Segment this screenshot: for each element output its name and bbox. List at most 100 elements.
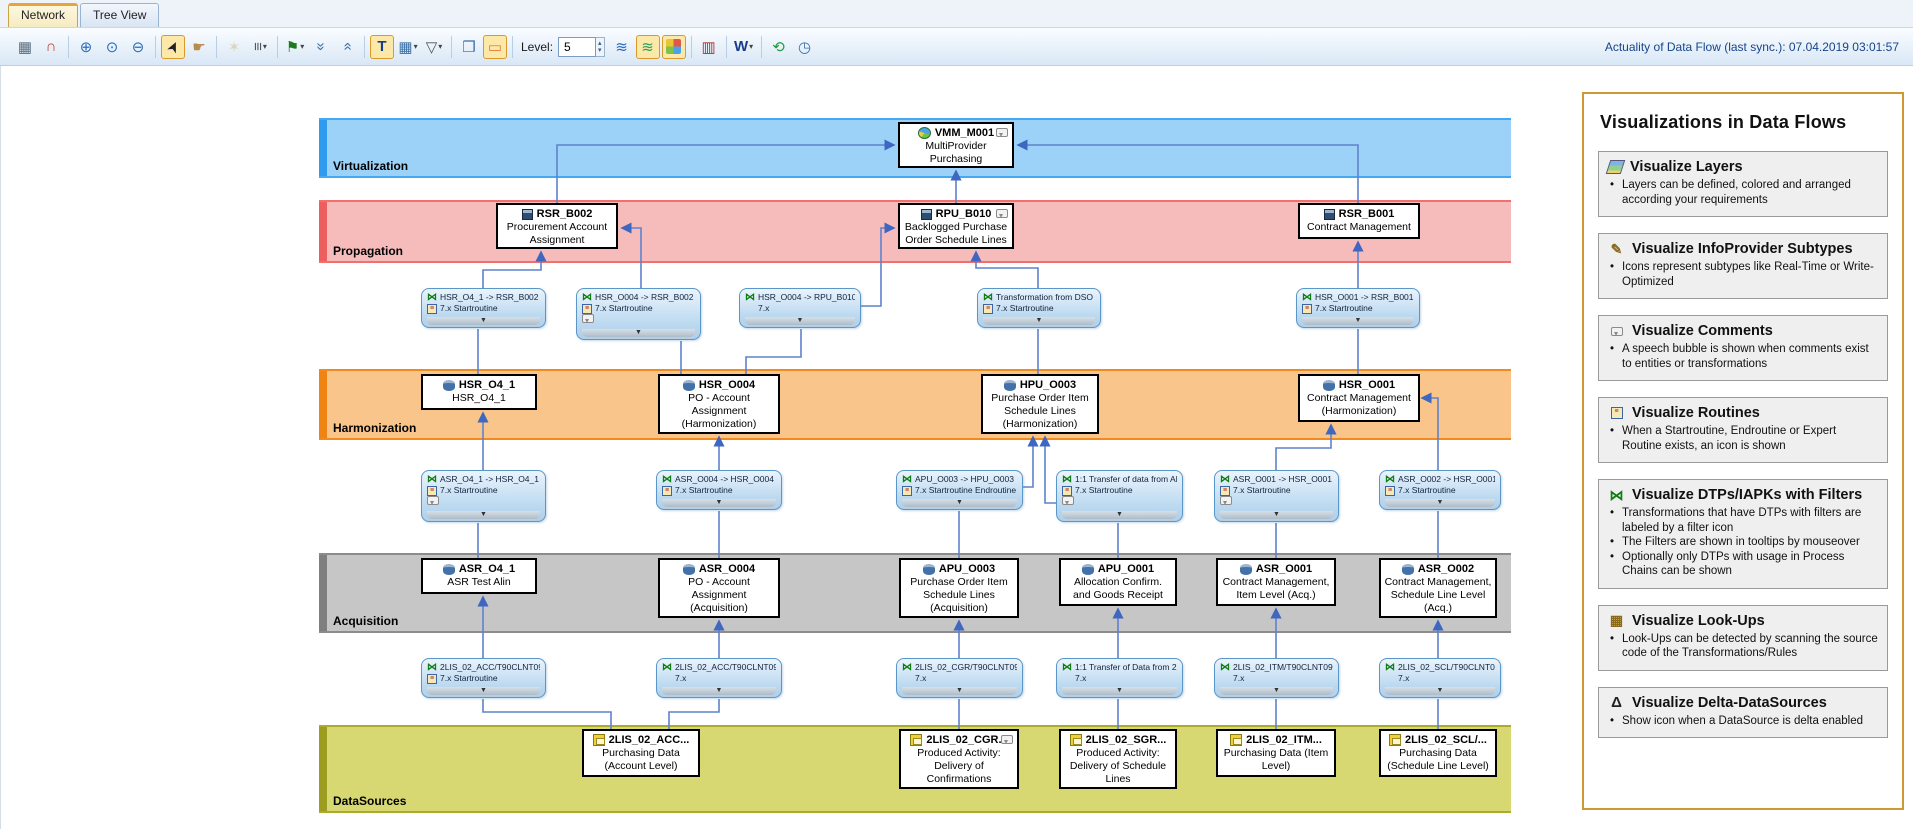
export-icon[interactable]: ❒ — [457, 35, 481, 59]
color-matrix-icon[interactable] — [661, 34, 686, 59]
layers-flat-icon[interactable]: ≋ — [610, 35, 634, 59]
node-DS_CGR[interactable]: 2LIS_02_CGR...Produced Activity:Delivery… — [899, 729, 1019, 789]
transformation-u2[interactable]: ⋈ASR_O004 -> HSR_O0047.x Startroutine▼ — [656, 470, 782, 510]
comment-bubble-icon — [427, 496, 439, 505]
transformation-v1[interactable]: ⋈2LIS_02_ACC/T90CLNT090 ->...7.x Startro… — [421, 658, 546, 698]
zoom-out-icon[interactable]: ⊖ — [126, 35, 150, 59]
show-text-icon[interactable]: T — [370, 34, 394, 59]
collapse-arrow[interactable]: ▼ — [427, 687, 540, 695]
transformation-u1[interactable]: ⋈ASR_O4_1 -> HSR_O4_17.x Startroutine▼ — [421, 470, 546, 522]
transformation-v3[interactable]: ⋈2LIS_02_CGR/T90CLNT090 ->...7.x▼ — [896, 658, 1023, 698]
node-title-row: APU_O001 — [1061, 562, 1175, 576]
filter-icon[interactable]: ▽▾ — [422, 35, 446, 59]
dtp-filter-icon: ⋈ — [902, 662, 912, 673]
legend-table-icon[interactable]: ▥ — [697, 35, 721, 59]
transformation-type: 7.x — [1075, 673, 1087, 683]
collapse-arrow[interactable]: ▼ — [745, 317, 855, 325]
collapse-arrow[interactable]: ▼ — [1062, 511, 1177, 519]
transformation-v5[interactable]: ⋈2LIS_02_ITM/T90CLNT090 ->...7.x▼ — [1214, 658, 1339, 698]
zoom-in-icon[interactable]: ⊕ — [74, 35, 98, 59]
collapse-arrow[interactable]: ▼ — [902, 687, 1017, 695]
metrics-icon[interactable]: W▾ — [732, 35, 756, 59]
transformation-u6[interactable]: ⋈ASR_O002 -> HSR_O0017.x Startroutine▼ — [1379, 470, 1501, 510]
node-title-row: HSR_O4_1 — [423, 378, 535, 392]
collapse-arrow[interactable]: ▼ — [1385, 499, 1495, 507]
transformation-u5[interactable]: ⋈ASR_O001 -> HSR_O0017.x Startroutine▼ — [1214, 470, 1339, 522]
collapse-arrow[interactable]: ▼ — [902, 499, 1017, 507]
select-cursor-icon[interactable]: ➤ — [161, 34, 185, 59]
transformation-type: 7.x Startroutine — [1398, 485, 1456, 495]
transformation-u4[interactable]: ⋈1:1 Transfer of data from APU...7.x Sta… — [1056, 470, 1183, 522]
transformation-t2[interactable]: ⋈HSR_O004 -> RSR_B0027.x Startroutine▼ — [576, 288, 701, 340]
vertical-layout-icon[interactable]: ≡▾ — [248, 35, 272, 59]
node-DS_SCL[interactable]: 2LIS_02_SCL/...Purchasing Data(Schedule … — [1379, 729, 1497, 777]
transformation-t5[interactable]: ⋈HSR_O001 -> RSR_B0017.x Startroutine▼ — [1296, 288, 1420, 328]
tab-network[interactable]: Network — [8, 3, 79, 27]
tab-bar: Network Tree View — [0, 0, 1913, 28]
level-spinner: Level: ▴▾ — [521, 36, 605, 57]
collapse-arrow[interactable]: ▼ — [662, 499, 776, 507]
collapse-arrow[interactable]: ▼ — [662, 687, 776, 695]
legend-bullet-list: Look-Ups can be detected by scanning the… — [1608, 632, 1878, 661]
expand-all-icon[interactable]: » — [335, 35, 359, 59]
collapse-all-icon[interactable]: » — [309, 35, 333, 59]
transformation-u3[interactable]: ⋈APU_O003 -> HPU_O0037.x Startroutine En… — [896, 470, 1023, 510]
collapse-arrow[interactable]: ▼ — [983, 317, 1095, 325]
collapse-arrow[interactable]: ▼ — [582, 329, 695, 337]
collapse-arrow[interactable]: ▼ — [1220, 687, 1333, 695]
transformation-type: 7.x Startroutine — [595, 303, 653, 313]
zoom-out-icon-glyph: ⊖ — [131, 38, 145, 56]
frame-toggle-icon[interactable]: ▭ — [483, 34, 507, 59]
collapse-arrow[interactable]: ▼ — [1062, 687, 1177, 695]
level-stepper-arrows[interactable]: ▴▾ — [596, 36, 605, 57]
transformation-v2[interactable]: ⋈2LIS_02_ACC/T90CLNT090 ->...7.x▼ — [656, 658, 782, 698]
table-search-icon[interactable]: ▦▾ — [396, 35, 420, 59]
transformation-t1[interactable]: ⋈HSR_O4_1 -> RSR_B0027.x Startroutine▼ — [421, 288, 546, 328]
zoom-fit-icon[interactable]: ⊙ — [100, 35, 124, 59]
tab-tree-view[interactable]: Tree View — [80, 3, 160, 27]
dtp-filter-toggle-icon[interactable]: ⚑▾ — [283, 35, 307, 59]
dso-icon — [922, 563, 935, 575]
collapse-arrow[interactable]: ▼ — [427, 317, 540, 325]
pan-hand-icon[interactable]: ☛ — [187, 35, 211, 59]
legend-bullet-list: Transformations that have DTPs with filt… — [1608, 506, 1878, 579]
transformation-row: ⋈ASR_O001 -> HSR_O001 — [1220, 474, 1333, 485]
layers-colored-icon[interactable]: ≋ — [635, 34, 660, 59]
magnet-icon[interactable]: ∩ — [39, 35, 63, 59]
collapse-arrow[interactable]: ▼ — [1385, 687, 1495, 695]
node-DS_ACC[interactable]: 2LIS_02_ACC...Purchasing Data(Account Le… — [582, 729, 700, 777]
clock-icon[interactable]: ◷ — [793, 35, 817, 59]
dtp-filter-icon: ⋈ — [1385, 662, 1395, 673]
transformation-v6[interactable]: ⋈2LIS_02_SCL/T90CLNT090 ->...7.x▼ — [1379, 658, 1501, 698]
collapse-arrow[interactable]: ▼ — [1302, 317, 1414, 325]
dso-icon — [1322, 379, 1335, 391]
collapse-arrow[interactable]: ▼ — [427, 511, 540, 519]
transformation-v4[interactable]: ⋈1:1 Transfer of Data from 2LIS...7.x▼ — [1056, 658, 1183, 698]
collapse-arrow[interactable]: ▼ — [1220, 511, 1333, 519]
node-desc-line: PO - Account — [688, 576, 750, 588]
refresh-icon[interactable]: ⟲ — [767, 35, 791, 59]
transformation-t4[interactable]: ⋈Transformation from DSO HP...7.x Startr… — [977, 288, 1101, 328]
node-desc-line: and Goods Receipt — [1073, 589, 1163, 601]
magic-wand-icon[interactable]: ✶ — [222, 35, 246, 59]
level-input[interactable] — [558, 36, 597, 57]
node-DS_SGR[interactable]: 2LIS_02_SGR...Produced Activity:Delivery… — [1059, 729, 1177, 789]
move-grid-icon[interactable]: ▦ — [13, 35, 37, 59]
